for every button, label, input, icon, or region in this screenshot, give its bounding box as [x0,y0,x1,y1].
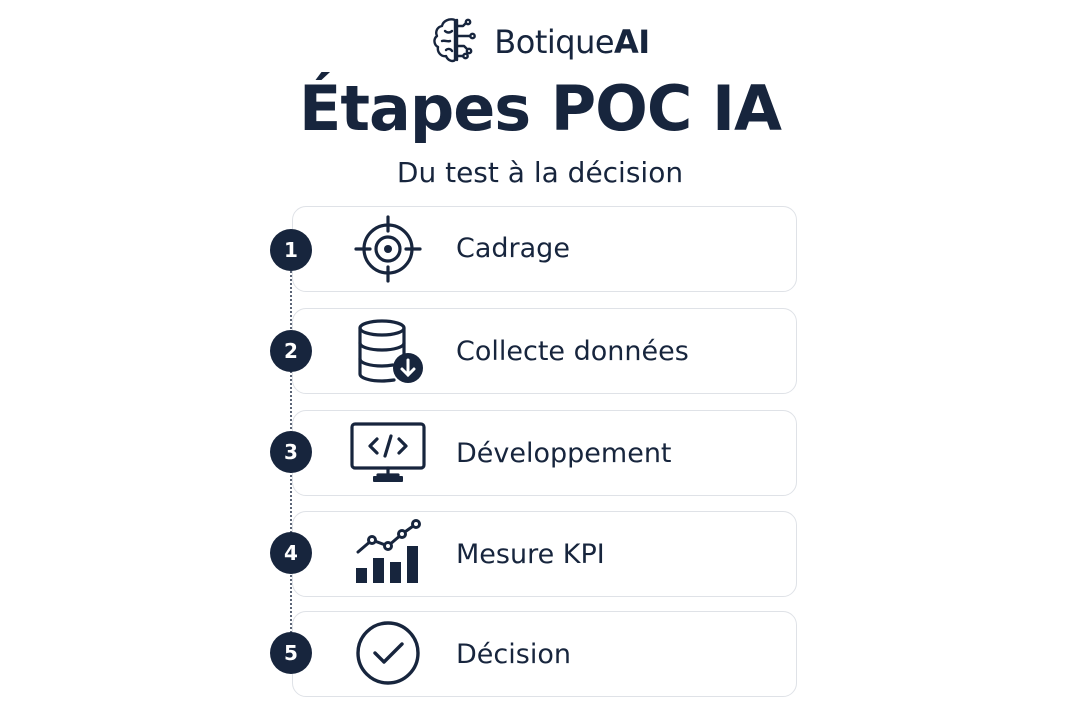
target-icon [350,214,426,284]
page-subtitle: Du test à la décision [396,156,684,189]
database-download-icon [350,316,426,386]
step-number-1: 1 [270,229,312,271]
check-circle-icon [350,618,426,688]
brain-circuit-icon [430,14,482,70]
step-label-4: Mesure KPI [456,539,605,570]
step-label-5: Décision [456,639,571,670]
brand-suffix: AI [614,23,650,61]
monitor-code-icon [350,418,426,488]
step-label-3: Développement [456,438,672,469]
step-label-1: Cadrage [456,233,570,264]
step-label-2: Collecte données [456,336,689,367]
brand-logo: BotiqueAI [0,14,1080,70]
step-number-4: 4 [270,532,312,574]
page-title: Étapes POC IA [298,72,782,145]
bar-chart-trend-icon [350,518,426,588]
step-number-2: 2 [270,330,312,372]
step-number-3: 3 [270,431,312,473]
step-number-5: 5 [270,632,312,674]
brand-name: Botique [494,23,615,61]
